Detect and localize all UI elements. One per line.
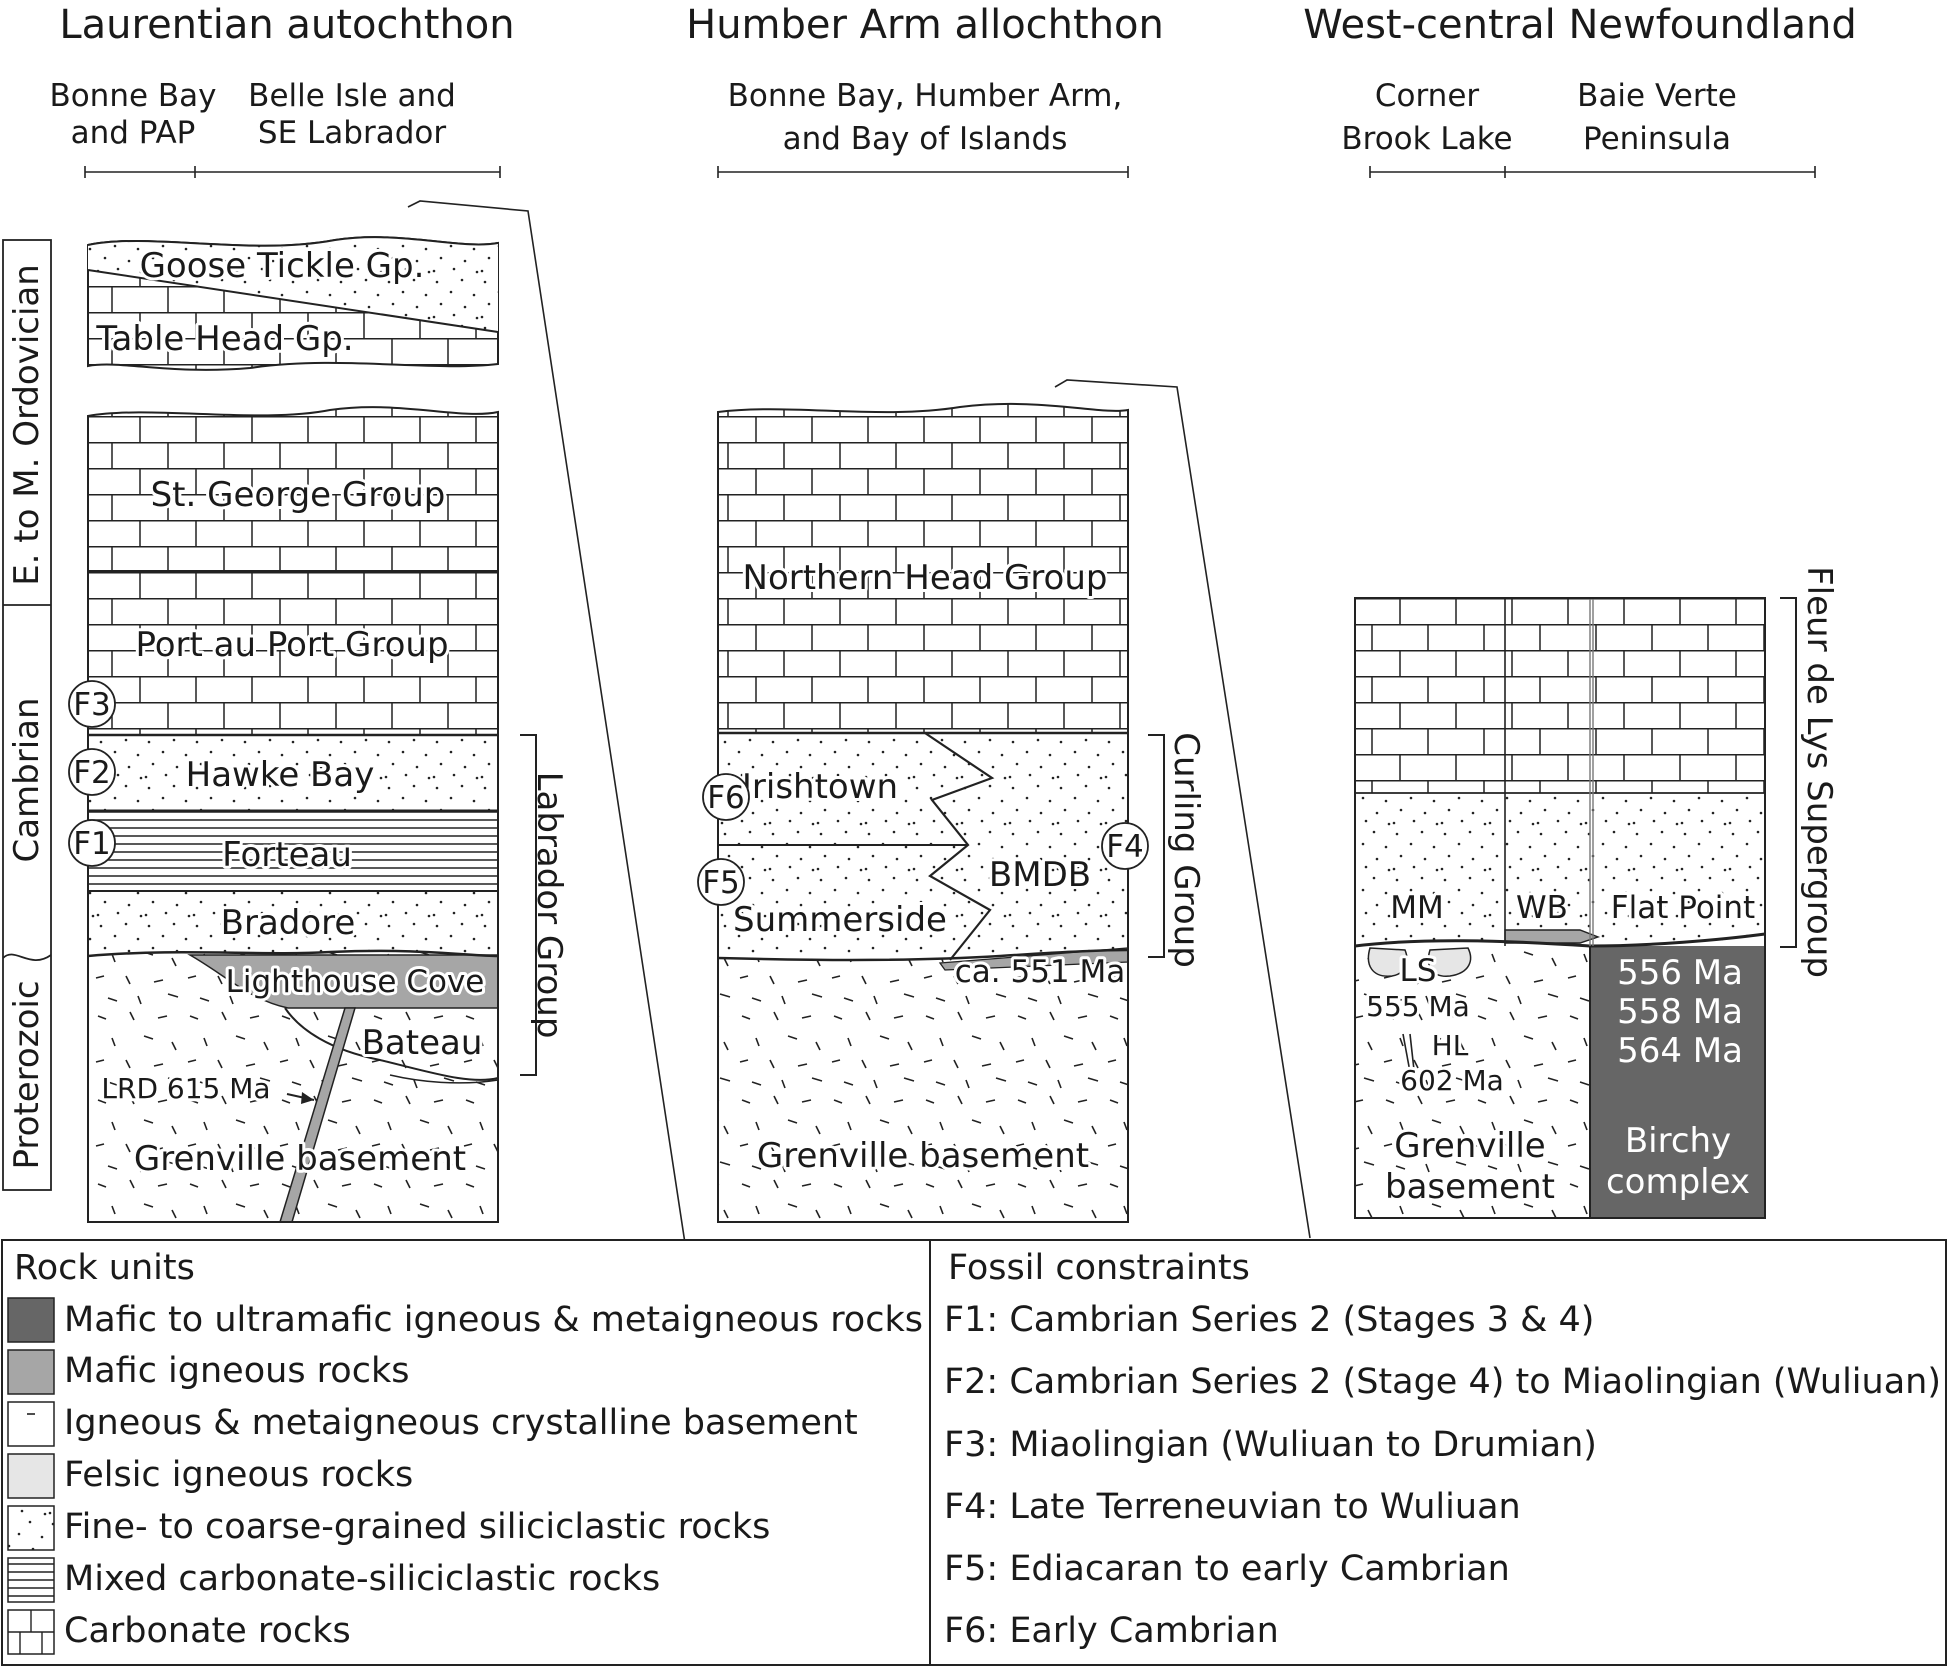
label-bradore: Bradore <box>221 903 356 943</box>
age-column: E. to M. Ordovician Cambrian Proterozoic <box>2 239 52 1191</box>
label-hl-age: 602 Ma <box>1400 1064 1504 1097</box>
label-bateau: Bateau <box>362 1023 483 1063</box>
header-humber: Humber Arm allochthon <box>686 2 1164 48</box>
legend-fossil-4: F4: Late Terreneuvian to Wuliuan <box>944 1487 1521 1527</box>
scale-bar-humber <box>717 166 1129 178</box>
label-northern-head: Northern Head Group <box>743 558 1108 598</box>
label-mm: MM <box>1390 890 1444 926</box>
label-wb: WB <box>1516 890 1568 926</box>
sub-corner-brook-2: Brook Lake <box>1341 121 1512 157</box>
label-fleur-de-lys: Fleur de Lys Supergroup <box>1799 566 1839 978</box>
label-summerside: Summerside <box>733 900 947 940</box>
sub-baie-verte-1: Baie Verte <box>1577 78 1737 114</box>
fossil-marker-f4: F4 <box>1101 822 1149 870</box>
age-ordovician: E. to M. Ordovician <box>7 264 47 586</box>
humber-column: Curling Group Northern Head Group Irisht… <box>717 402 1206 1223</box>
label-irishtown: Irishtown <box>742 767 898 807</box>
label-birchy-age-1: 556 Ma <box>1617 953 1743 993</box>
label-birchy-1: Birchy <box>1625 1121 1731 1161</box>
label-table-head: Table Head Gp. <box>95 319 353 359</box>
label-st-george: St. George Group <box>151 475 446 515</box>
sub-belle-isle-2: SE Labrador <box>258 115 446 151</box>
legend-fossil-5: F5: Ediacaran to early Cambrian <box>944 1549 1510 1589</box>
legend-fossil-1: F1: Cambrian Series 2 (Stages 3 & 4) <box>944 1300 1594 1340</box>
fossil-marker-f3: F3 <box>68 680 116 728</box>
swatch-mixed <box>7 1557 55 1603</box>
label-grenville-wc-1: Grenville <box>1394 1126 1545 1166</box>
label-port-au-port: Port au Port Group <box>135 625 448 665</box>
sub-humber-2: and Bay of Islands <box>783 121 1068 157</box>
sub-bonne-bay-2: and PAP <box>71 115 196 151</box>
fossil-marker-f5: F5 <box>697 858 745 906</box>
legend-rock-1: Mafic to ultramafic igneous & metaigneou… <box>64 1300 923 1340</box>
legend-rock-title: Rock units <box>14 1248 195 1288</box>
svg-text:F2: F2 <box>73 755 111 791</box>
label-hl: HL <box>1432 1029 1469 1062</box>
scale-bar-westcentral <box>1369 166 1816 178</box>
svg-text:F4: F4 <box>1106 829 1144 865</box>
svg-text:F3: F3 <box>73 687 111 723</box>
fossil-marker-f1: F1 <box>68 819 116 867</box>
label-birchy-age-2: 558 Ma <box>1617 992 1743 1032</box>
fossil-marker-f2: F2 <box>68 748 116 796</box>
legend-fossil-2: F2: Cambrian Series 2 (Stage 4) to Miaol… <box>944 1362 1941 1402</box>
legend-rock-5: Fine- to coarse-grained siliciclastic ro… <box>64 1507 770 1547</box>
label-birchy-age-3: 564 Ma <box>1617 1031 1743 1071</box>
header-westcentral: West-central Newfoundland <box>1303 2 1856 48</box>
svg-text:F5: F5 <box>702 865 740 901</box>
age-cambrian: Cambrian <box>7 697 47 862</box>
legend: Rock units Mafic to ultramafic igneous &… <box>1 1239 1947 1666</box>
svg-text:F1: F1 <box>73 826 111 862</box>
sub-belle-isle-1: Belle Isle and <box>248 78 456 114</box>
header-laurentian: Laurentian autochthon <box>59 2 514 48</box>
swatch-felsic <box>7 1453 55 1499</box>
label-hawke-bay: Hawke Bay <box>186 755 375 795</box>
label-labrador-group: Labrador Group <box>529 772 569 1039</box>
legend-rock-3: Igneous & metaigneous crystalline baseme… <box>64 1403 858 1443</box>
age-proterozoic: Proterozoic <box>7 980 47 1169</box>
sub-corner-brook-1: Corner <box>1375 78 1480 114</box>
swatch-mafic-ultramafic <box>7 1297 55 1343</box>
label-birchy-2: complex <box>1606 1162 1750 1202</box>
correlation-line-2 <box>1054 379 1311 1239</box>
legend-rock-2: Mafic igneous rocks <box>64 1351 409 1391</box>
label-ls: LS <box>1400 953 1437 989</box>
label-flat-point: Flat Point <box>1611 890 1755 926</box>
correlation-line-1 <box>407 200 689 1264</box>
fossil-markers: F3 F2 F1 F6 F5 F4 <box>68 680 1149 906</box>
label-lrd: LRD 615 Ma <box>101 1072 270 1105</box>
sub-bonne-bay-1: Bonne Bay <box>49 78 216 114</box>
fossil-marker-f6: F6 <box>702 773 750 821</box>
label-curling-group: Curling Group <box>1166 732 1206 968</box>
label-grenville-laurentian: Grenville basement <box>134 1139 466 1179</box>
label-grenville-wc-2: basement <box>1385 1167 1555 1207</box>
legend-rock-4: Felsic igneous rocks <box>64 1455 413 1495</box>
sub-baie-verte-2: Peninsula <box>1583 121 1731 157</box>
label-goose-tickle: Goose Tickle Gp. <box>140 246 425 286</box>
westcentral-column: Fleur de Lys Supergroup MM WB Flat Point… <box>1354 566 1839 1219</box>
legend-rock-7: Carbonate rocks <box>64 1611 351 1651</box>
label-lighthouse-cove: Lighthouse Cove <box>226 964 485 1000</box>
label-humber-age: ca. 551 Ma <box>955 954 1126 990</box>
legend-rock-6: Mixed carbonate-siliciclastic rocks <box>64 1559 660 1599</box>
swatch-mafic <box>7 1349 55 1395</box>
legend-fossil-6: F6: Early Cambrian <box>944 1611 1279 1651</box>
scale-bar-laurentian <box>84 166 501 178</box>
sub-humber-1: Bonne Bay, Humber Arm, <box>728 78 1123 114</box>
svg-text:F6: F6 <box>707 780 745 816</box>
legend-fossil-title: Fossil constraints <box>948 1248 1250 1288</box>
label-forteau: Forteau <box>222 835 352 875</box>
label-bmdb: BMDB <box>989 855 1091 895</box>
legend-fossil-3: F3: Miaolingian (Wuliuan to Drumian) <box>944 1425 1597 1465</box>
label-grenville-humber: Grenville basement <box>757 1136 1089 1176</box>
label-ls-age: 555 Ma <box>1366 990 1470 1023</box>
swatch-basement <box>7 1401 55 1447</box>
swatch-siliciclastic <box>7 1505 55 1551</box>
